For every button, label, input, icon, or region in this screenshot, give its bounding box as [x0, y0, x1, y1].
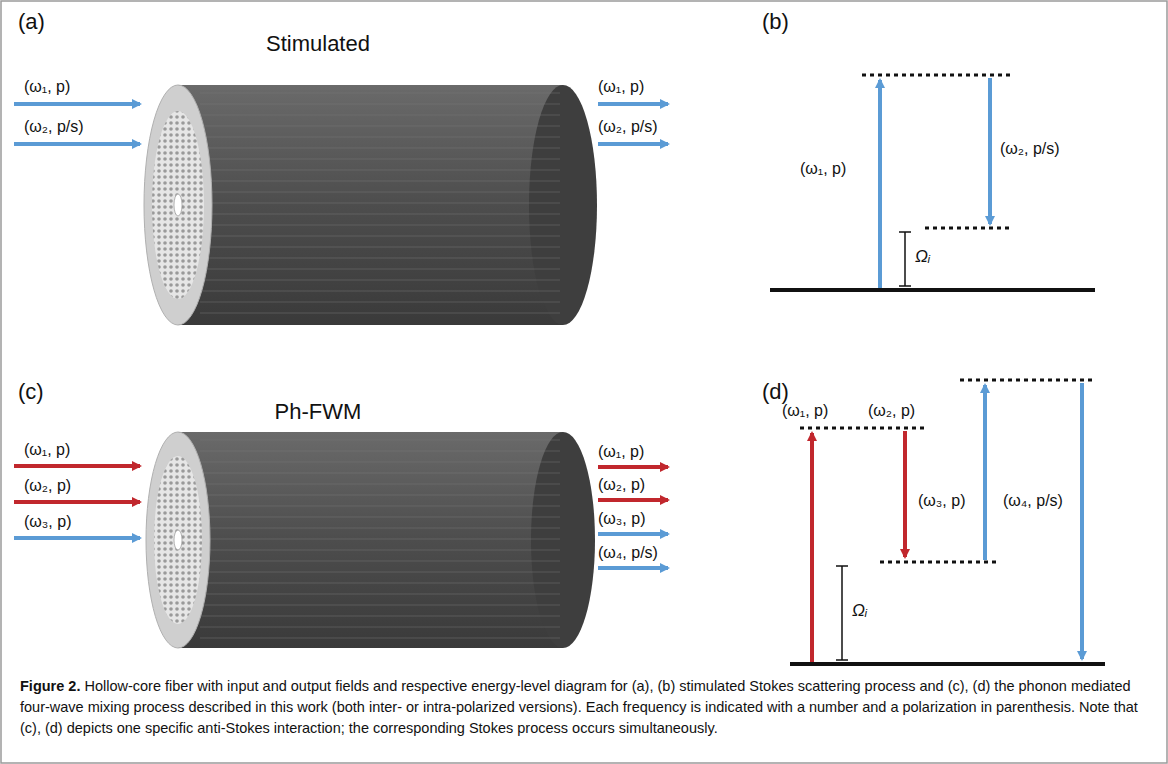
field-label: (ω₂, p)	[598, 476, 645, 494]
fiber-stripe	[200, 93, 560, 94]
fiber-stripe	[200, 572, 560, 573]
field-label: (ω₂, p/s)	[598, 118, 658, 136]
field-label: (ω₄, p/s)	[1003, 492, 1063, 510]
fiber-stripe	[200, 638, 560, 639]
field-label: (ω₂, p/s)	[24, 118, 84, 136]
fiber-stripe	[200, 159, 560, 160]
panel-letter: (c)	[18, 380, 44, 404]
fiber-a	[144, 85, 597, 325]
fiber-stripe	[200, 236, 560, 237]
panel-letter: (d)	[762, 380, 789, 404]
field-label: (ω₁, p)	[24, 78, 70, 96]
fiber-stripe	[200, 170, 560, 171]
field-label: (ω₃, p)	[598, 510, 645, 528]
field-label: (ω₃, p)	[24, 513, 71, 531]
fiber-stripe	[200, 126, 560, 127]
fiber-stripe	[200, 583, 560, 584]
frequency-shift: Ωᵢ	[915, 248, 930, 267]
fiber-stripe	[200, 269, 560, 270]
field-label: (ω₁, p)	[782, 402, 828, 420]
fiber-stripe	[200, 506, 560, 507]
fiber-stripe	[200, 539, 560, 540]
fiber-stripe	[200, 192, 560, 193]
fiber-stripe	[200, 550, 560, 551]
field-label: (ω₂, p)	[24, 477, 71, 495]
fiber-stripe	[200, 115, 560, 116]
fiber-c	[146, 432, 595, 648]
panel-letter: (b)	[762, 10, 789, 34]
fiber-stripe	[200, 291, 560, 292]
panel-title: Stimulated	[266, 32, 370, 56]
fiber-stripe	[200, 517, 560, 518]
field-label: (ω₂, p)	[868, 402, 915, 420]
fiber-stripe	[200, 440, 560, 441]
field-label: (ω₁, p)	[800, 160, 846, 178]
fiber-stripe	[200, 313, 560, 314]
energy-diagram-d	[790, 380, 1105, 664]
fiber-stripe	[200, 214, 560, 215]
field-label: (ω₁, p)	[598, 78, 644, 96]
fiber-stripe	[200, 203, 560, 204]
fiber-stripe	[200, 616, 560, 617]
fiber-stripe	[200, 462, 560, 463]
field-label: (ω₃, p)	[918, 492, 965, 510]
figure-caption: Figure 2. Hollow-core fiber with input a…	[20, 676, 1148, 739]
beam-arrows-c	[14, 466, 668, 568]
energy-diagram-b	[770, 75, 1095, 290]
fiber-stripe	[200, 528, 560, 529]
fiber-stripe	[200, 627, 560, 628]
fiber-stripe	[200, 561, 560, 562]
fiber-stripe	[200, 473, 560, 474]
field-label: (ω₄, p/s)	[598, 544, 658, 562]
fiber-stripe	[200, 148, 560, 149]
fiber-stripe	[200, 137, 560, 138]
fiber-stripe	[200, 280, 560, 281]
fiber-stripe	[200, 258, 560, 259]
fiber-stripe	[200, 484, 560, 485]
fiber-stripe	[200, 247, 560, 248]
fiber-stripe	[200, 225, 560, 226]
fiber-stripe	[200, 302, 560, 303]
fiber-stripe	[200, 451, 560, 452]
fiber-stripe	[200, 495, 560, 496]
field-label: (ω₂, p/s)	[1000, 140, 1060, 158]
fiber-stripe	[200, 605, 560, 606]
panel-title: Ph-FWM	[275, 400, 362, 424]
panel-letter: (a)	[18, 10, 45, 34]
fiber-stripe	[200, 594, 560, 595]
fiber-stripe	[200, 104, 560, 105]
frequency-shift: Ωᵢ	[852, 602, 867, 621]
fiber-stripe	[200, 181, 560, 182]
field-label: (ω₁, p)	[598, 443, 644, 461]
beam-arrows-a	[14, 104, 668, 144]
field-label: (ω₁, p)	[24, 441, 70, 459]
